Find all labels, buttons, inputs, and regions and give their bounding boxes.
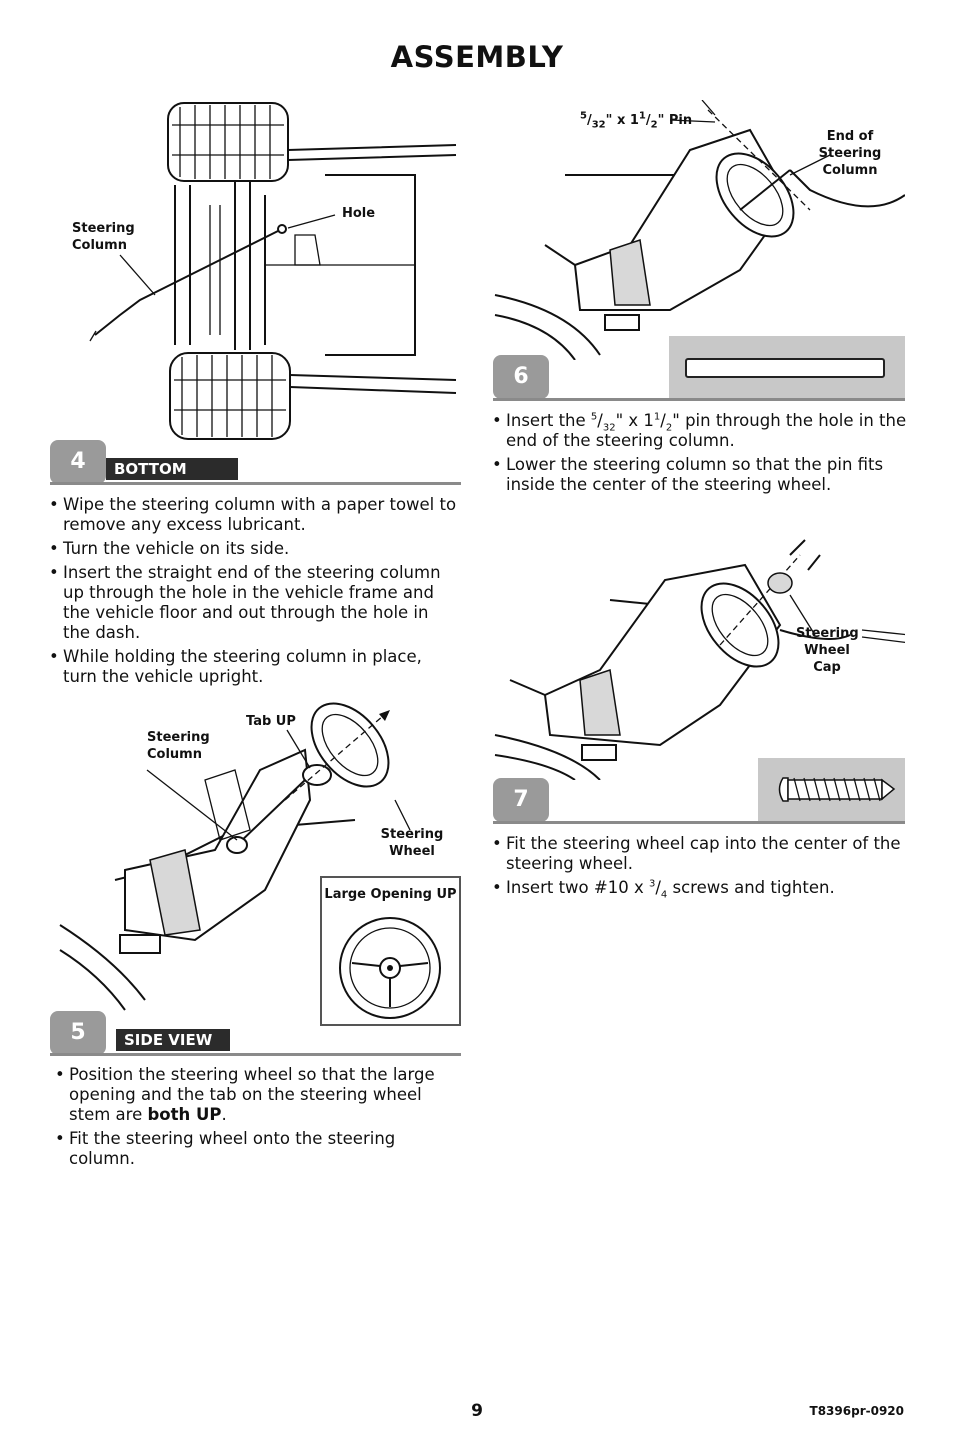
page-title: ASSEMBLY	[390, 40, 564, 74]
step-number-badge: 4	[50, 440, 106, 484]
divider	[493, 398, 905, 401]
list-item: Wipe the steering column with a paper to…	[49, 495, 459, 535]
step4-bottom-view-illustration	[89, 102, 457, 440]
step-number-badge: 7	[493, 778, 549, 822]
step7-illustration	[494, 539, 905, 780]
steering-wheel-icon	[339, 917, 441, 1019]
step4-instructions: Wipe the steering column with a paper to…	[49, 495, 459, 691]
pin-icon	[685, 358, 885, 378]
screw-icon	[778, 777, 896, 802]
pin-label: 5/32" x 11/2" Pin	[580, 110, 693, 131]
page-number: 9	[471, 1401, 483, 1421]
hole-label: Hole	[342, 206, 376, 221]
list-item: Lower the steering column so that the pi…	[492, 455, 910, 495]
step6-instructions: Insert the 5/32" x 11/2" pin through the…	[492, 411, 910, 499]
list-item: While holding the steering column in pla…	[49, 647, 459, 687]
step6-illustration	[494, 100, 905, 360]
view-tag: SIDE VIEW	[116, 1029, 230, 1051]
list-item: Turn the vehicle on its side.	[49, 539, 459, 559]
divider	[493, 821, 905, 824]
inset-box: Large Opening UP	[320, 876, 461, 1026]
list-item: Fit the steering wheel onto the steering…	[55, 1129, 460, 1169]
step7-instructions: Fit the steering wheel cap into the cent…	[492, 834, 910, 902]
list-item: Fit the steering wheel cap into the cent…	[492, 834, 910, 874]
large-opening-label: Large Opening UP	[324, 887, 457, 902]
step5-side-view-illustration	[59, 702, 411, 1011]
document-code: T8396pr-0920	[809, 1404, 904, 1418]
list-item: Position the steering wheel so that the …	[55, 1065, 460, 1125]
step5-instructions: Position the steering wheel so that the …	[55, 1065, 460, 1173]
list-item: Insert the 5/32" x 11/2" pin through the…	[492, 411, 910, 451]
step-number-badge: 6	[493, 355, 549, 399]
view-tag: BOTTOM VIEW	[106, 458, 238, 500]
divider	[50, 1053, 461, 1056]
list-item: Insert the straight end of the steering …	[49, 563, 459, 643]
part-box	[758, 758, 905, 821]
part-box	[669, 336, 905, 400]
divider	[50, 482, 461, 485]
step-number-badge: 5	[50, 1011, 106, 1055]
list-item: Insert two #10 x 3/4 screws and tighten.	[492, 878, 910, 900]
tab-up-label: Tab UP	[246, 714, 296, 729]
